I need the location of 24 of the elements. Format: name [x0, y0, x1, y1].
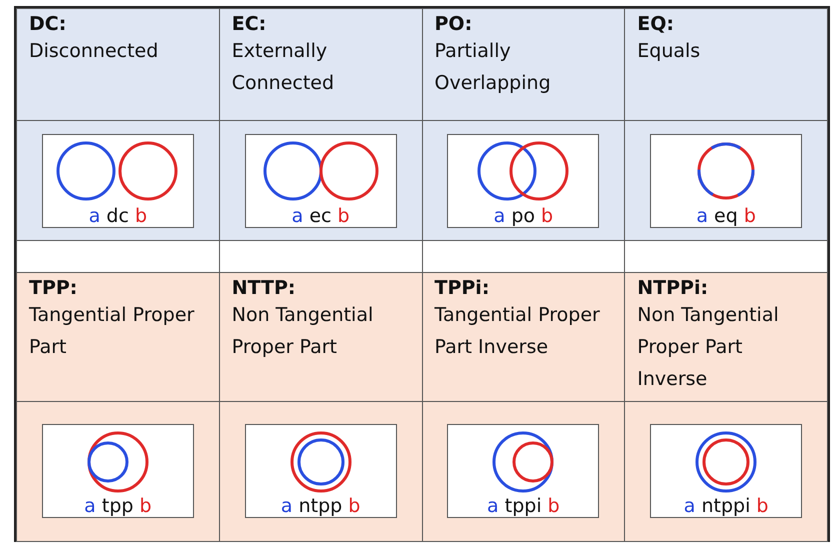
relation-caption: a eq b [696, 204, 756, 227]
relation-name: Disconnected [29, 39, 160, 64]
relation-caption: a ntpp b [280, 495, 360, 518]
relation-caption: a ec b [292, 204, 350, 227]
relation-abbreviation: NTPPi: [637, 277, 710, 300]
relation-name: Tangential Proper Part Inverse [434, 303, 601, 360]
relation-abbreviation: EC: [232, 13, 268, 35]
relation-name: Externally Connected [232, 39, 336, 96]
relation-name: Tangential Proper Part [29, 303, 196, 360]
relation-abbreviation: NTTP: [232, 277, 297, 300]
relation-name: Non Tangential Proper Part [232, 303, 374, 360]
relation-caption: a po b [494, 204, 554, 227]
relation-abbreviation: PO: [434, 13, 474, 35]
relation-caption: a ntppi b [684, 495, 768, 518]
relation-caption: a dc b [88, 204, 148, 227]
relation-abbreviation: EQ: [637, 13, 675, 35]
relation-name: Partially Overlapping [434, 39, 552, 96]
relation-caption: a tppi b [487, 495, 560, 518]
relation-name: Equals [637, 39, 702, 64]
relation-abbreviation: TPP: [29, 277, 78, 300]
relation-name: Non Tangential Proper Part Inverse [637, 303, 780, 392]
relation-abbreviation: TPPi: [434, 277, 490, 300]
relation-caption: a tpp b [84, 495, 152, 518]
relation-abbreviation: DC: [29, 13, 68, 35]
